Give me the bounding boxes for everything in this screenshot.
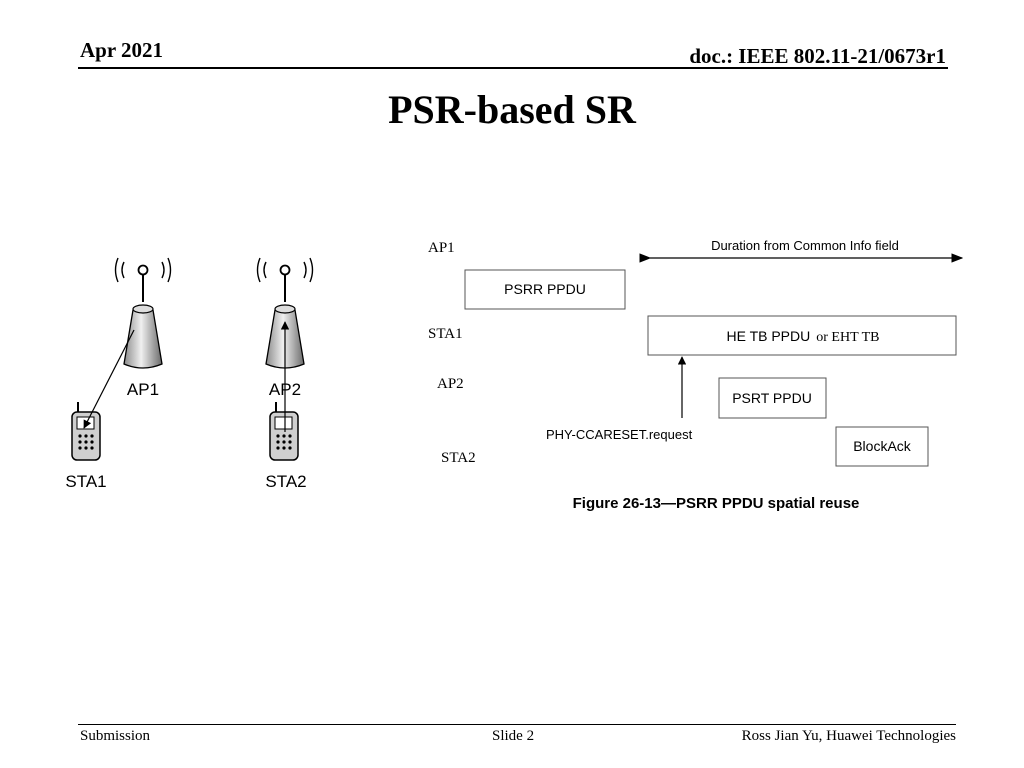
row-label-sta1: STA1 <box>428 326 463 342</box>
psrr-ppdu-label: PSRR PPDU <box>504 281 586 297</box>
ap1-tower-icon <box>114 257 172 369</box>
footer-author: Ross Jian Yu, Huawei Technologies <box>741 728 956 744</box>
header-date: Apr 2021 <box>80 38 164 62</box>
row-label-ap2: AP2 <box>437 376 464 392</box>
blockack-box <box>835 426 929 467</box>
ap1-label: AP1 <box>127 380 159 399</box>
row-label-sta2: STA2 <box>441 450 476 466</box>
footer-submission: Submission <box>80 728 151 744</box>
psrr-ppdu-box <box>464 269 626 310</box>
duration-label: Duration from Common Info field <box>711 238 899 253</box>
header-doc-id: doc.: IEEE 802.11-21/0673r1 <box>689 44 946 68</box>
footer-slide-number: Slide 2 <box>492 728 535 744</box>
header-divider <box>78 67 948 69</box>
sta1-phone-icon <box>71 402 101 461</box>
psrt-ppdu-label: PSRT PPDU <box>732 390 812 406</box>
blockack-label: BlockAck <box>853 438 912 454</box>
phy-ccareset-label: PHY-CCARESET.request <box>546 427 693 442</box>
slide-title: PSR-based SR <box>388 87 636 132</box>
ap1-to-sta1-arrow <box>83 329 135 429</box>
psrt-ppdu-box <box>718 377 827 419</box>
footer-divider <box>78 724 956 725</box>
row-label-ap1: AP1 <box>428 240 455 256</box>
sta1-label: STA1 <box>65 472 106 491</box>
figure-caption: Figure 26-13—PSRR PPDU spatial reuse <box>573 495 860 512</box>
sta2-label: STA2 <box>265 472 306 491</box>
sta2-phone-icon <box>269 402 299 461</box>
he-tb-ppdu-box <box>647 315 957 356</box>
